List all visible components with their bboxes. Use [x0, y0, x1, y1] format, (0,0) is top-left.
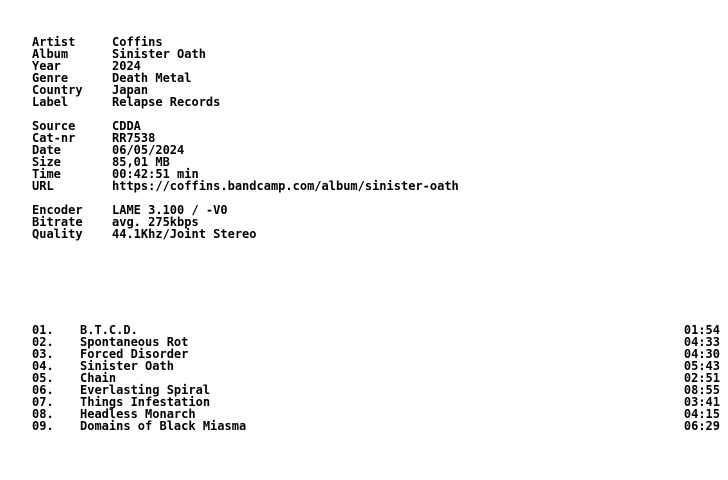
- track-title: Headless Monarch: [80, 407, 196, 421]
- track-number: 04.: [32, 359, 54, 373]
- track-number: 08.: [32, 407, 54, 421]
- source-key: URL: [32, 179, 54, 193]
- track-row: 03. Forced Disorder 04:30: [32, 348, 720, 360]
- info-row-genre: Genre Death Metal: [32, 72, 220, 84]
- source-value: RR7538: [112, 131, 156, 145]
- track-row: 05. Chain 02:51: [32, 372, 720, 384]
- track-title: Sinister Oath: [80, 359, 174, 373]
- info-value: Coffins: [112, 35, 163, 49]
- track-title: Chain: [80, 371, 117, 385]
- track-number: 03.: [32, 347, 54, 361]
- track-number: 02.: [32, 335, 54, 349]
- encoding-value: avg. 275kbps: [112, 215, 199, 229]
- info-value: Death Metal: [112, 71, 192, 85]
- tracklist: 01. B.T.C.D. 01:54 02. Spontaneous Rot 04:33…: [32, 324, 720, 432]
- encoding-row-quality: Quality 44.1Khz/Joint Stereo: [32, 228, 257, 240]
- encoding-row-bitrate: Bitrate avg. 275kbps: [32, 216, 257, 228]
- track-row: 06. Everlasting Spiral 08:55: [32, 384, 720, 396]
- source-info-block: Source CDDA Cat-nr RR7538 Date 06/05/2024 S…: [32, 120, 459, 192]
- track-duration: 03:41: [683, 395, 720, 409]
- track-number: 06.: [32, 383, 54, 397]
- track-duration: 06:29: [683, 419, 720, 433]
- info-value: Sinister Oath: [112, 47, 206, 61]
- source-value: CDDA: [112, 119, 141, 133]
- encoding-value: 44.1Khz/Joint Stereo: [112, 227, 257, 241]
- source-row-size: Size 85,01 MB: [32, 156, 459, 168]
- track-number: 05.: [32, 371, 54, 385]
- source-key: Source: [32, 119, 76, 133]
- track-duration: 02:51: [683, 371, 720, 385]
- track-title: Forced Disorder: [80, 347, 189, 361]
- track-row: 02. Spontaneous Rot 04:33: [32, 336, 720, 348]
- info-row-album: Album Sinister Oath: [32, 48, 220, 60]
- album-info-block: Artist Coffins Album Sinister Oath Year 202…: [32, 36, 220, 108]
- info-key: Label: [32, 95, 69, 109]
- track-title: Domains of Black Miasma: [80, 419, 247, 433]
- track-duration: 04:15: [683, 407, 720, 421]
- source-key: Cat-nr: [32, 131, 76, 145]
- source-url-value: https://coffins.bandcamp.com/album/sinis…: [112, 179, 459, 193]
- track-title: B.T.C.D.: [80, 323, 138, 337]
- info-key: Country: [32, 83, 83, 97]
- track-title: Everlasting Spiral: [80, 383, 211, 397]
- source-row-source: Source CDDA: [32, 120, 459, 132]
- encoding-info-block: Encoder LAME 3.100 / -V0 Bitrate avg. 275k…: [32, 204, 257, 240]
- track-title: Things Infestation: [80, 395, 211, 409]
- track-title: Spontaneous Rot: [80, 335, 189, 349]
- info-row-year: Year 2024: [32, 60, 220, 72]
- source-row-date: Date 06/05/2024: [32, 144, 459, 156]
- source-row-cat-nr: Cat-nr RR7538: [32, 132, 459, 144]
- source-value: 85,01 MB: [112, 155, 170, 169]
- info-key: Artist: [32, 35, 76, 49]
- encoding-value: LAME 3.100 / -V0: [112, 203, 228, 217]
- track-duration: 08:55: [683, 383, 720, 397]
- info-row-artist: Artist Coffins: [32, 36, 220, 48]
- track-row: 07. Things Infestation 03:41: [32, 396, 720, 408]
- info-key: Year: [32, 59, 61, 73]
- source-key: Date: [32, 143, 61, 157]
- source-row-time: Time 00:42:51 min: [32, 168, 459, 180]
- info-value: Japan: [112, 83, 149, 97]
- source-value: 06/05/2024: [112, 143, 185, 157]
- encoding-key: Quality: [32, 227, 83, 241]
- track-row: 09. Domains of Black Miasma 06:29: [32, 420, 720, 432]
- info-value: 2024: [112, 59, 141, 73]
- track-number: 07.: [32, 395, 54, 409]
- track-number: 09.: [32, 419, 54, 433]
- info-key: Genre: [32, 71, 69, 85]
- track-number: 01.: [32, 323, 54, 337]
- encoding-key: Encoder: [32, 203, 83, 217]
- track-row: 01. B.T.C.D. 01:54: [32, 324, 720, 336]
- track-duration: 04:33: [683, 335, 720, 349]
- track-duration: 01:54: [683, 323, 720, 337]
- source-row-url: URL https://coffins.bandcamp.com/album/si…: [32, 180, 459, 192]
- source-value: 00:42:51 min: [112, 167, 199, 181]
- info-key: Album: [32, 47, 69, 61]
- encoding-key: Bitrate: [32, 215, 83, 229]
- track-duration: 04:30: [683, 347, 720, 361]
- info-value: Relapse Records: [112, 95, 221, 109]
- track-duration: 05:43: [683, 359, 720, 373]
- info-row-country: Country Japan: [32, 84, 220, 96]
- source-key: Time: [32, 167, 61, 181]
- info-row-label: Label Relapse Records: [32, 96, 220, 108]
- encoding-row-encoder: Encoder LAME 3.100 / -V0: [32, 204, 257, 216]
- track-row: 08. Headless Monarch 04:15: [32, 408, 720, 420]
- track-row: 04. Sinister Oath 05:43: [32, 360, 720, 372]
- source-key: Size: [32, 155, 61, 169]
